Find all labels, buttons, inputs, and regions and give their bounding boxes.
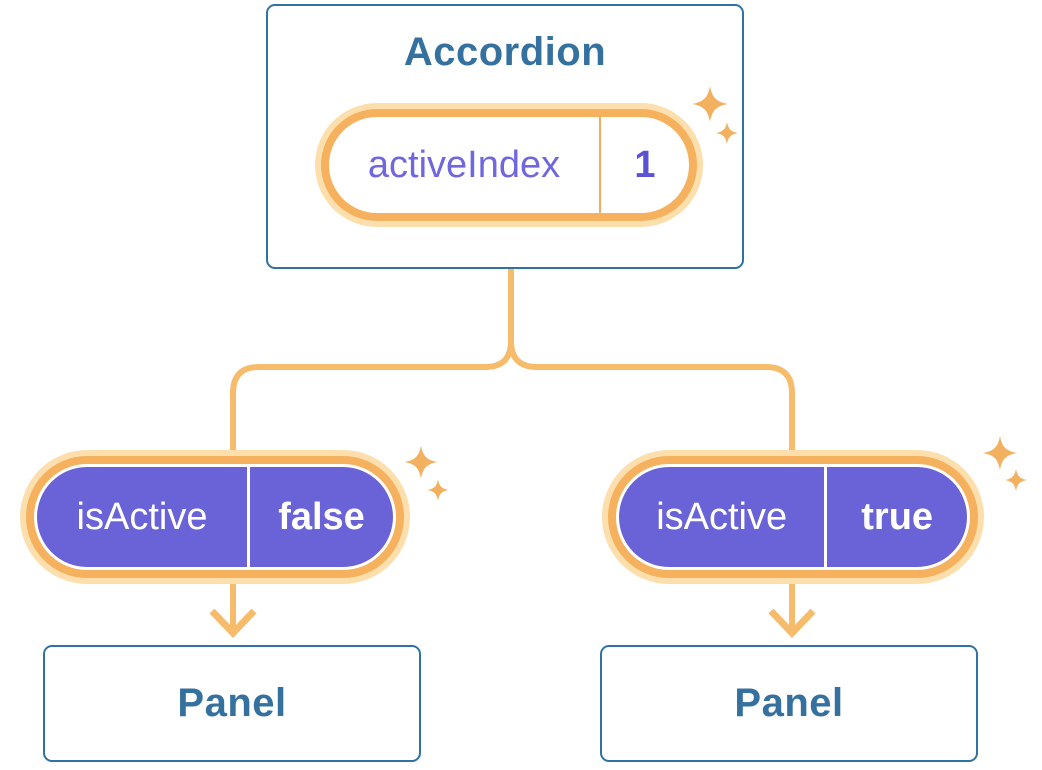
panel-card-left: Panel bbox=[43, 645, 421, 762]
sparkle-icon bbox=[982, 435, 1018, 471]
state-pill-body: activeIndex 1 bbox=[329, 117, 689, 213]
prop-pill-body: isActive true bbox=[616, 464, 970, 570]
sparkle-icon bbox=[1004, 468, 1028, 492]
prop-pill-ring: isActive false bbox=[26, 456, 404, 578]
state-pill-active-index: activeIndex 1 bbox=[315, 103, 703, 227]
arrowhead-left-icon bbox=[209, 608, 257, 639]
accordion-title: Accordion bbox=[403, 30, 607, 74]
prop-value-label: false bbox=[278, 495, 365, 538]
prop-pill-body: isActive false bbox=[34, 464, 396, 570]
prop-pill-isactive-false: isActive false bbox=[20, 450, 410, 584]
sparkle-icon bbox=[427, 479, 449, 501]
prop-pill-isactive-true: isActive true bbox=[602, 450, 984, 584]
panel-title: Panel bbox=[177, 681, 287, 725]
prop-value-label: true bbox=[861, 495, 934, 538]
prop-name-label: isActive bbox=[656, 495, 788, 538]
state-pill-ring: activeIndex 1 bbox=[321, 109, 697, 221]
state-value-label: 1 bbox=[634, 143, 656, 186]
state-name-label: activeIndex bbox=[367, 143, 561, 186]
sparkle-icon bbox=[404, 445, 438, 479]
prop-pill-ring: isActive true bbox=[608, 456, 978, 578]
panel-card-right: Panel bbox=[600, 645, 978, 762]
state-pill-divider bbox=[599, 117, 601, 213]
prop-name-label: isActive bbox=[76, 495, 208, 538]
prop-pill-divider bbox=[824, 467, 828, 567]
arrowhead-right-icon bbox=[768, 608, 816, 639]
panel-title: Panel bbox=[734, 681, 844, 725]
